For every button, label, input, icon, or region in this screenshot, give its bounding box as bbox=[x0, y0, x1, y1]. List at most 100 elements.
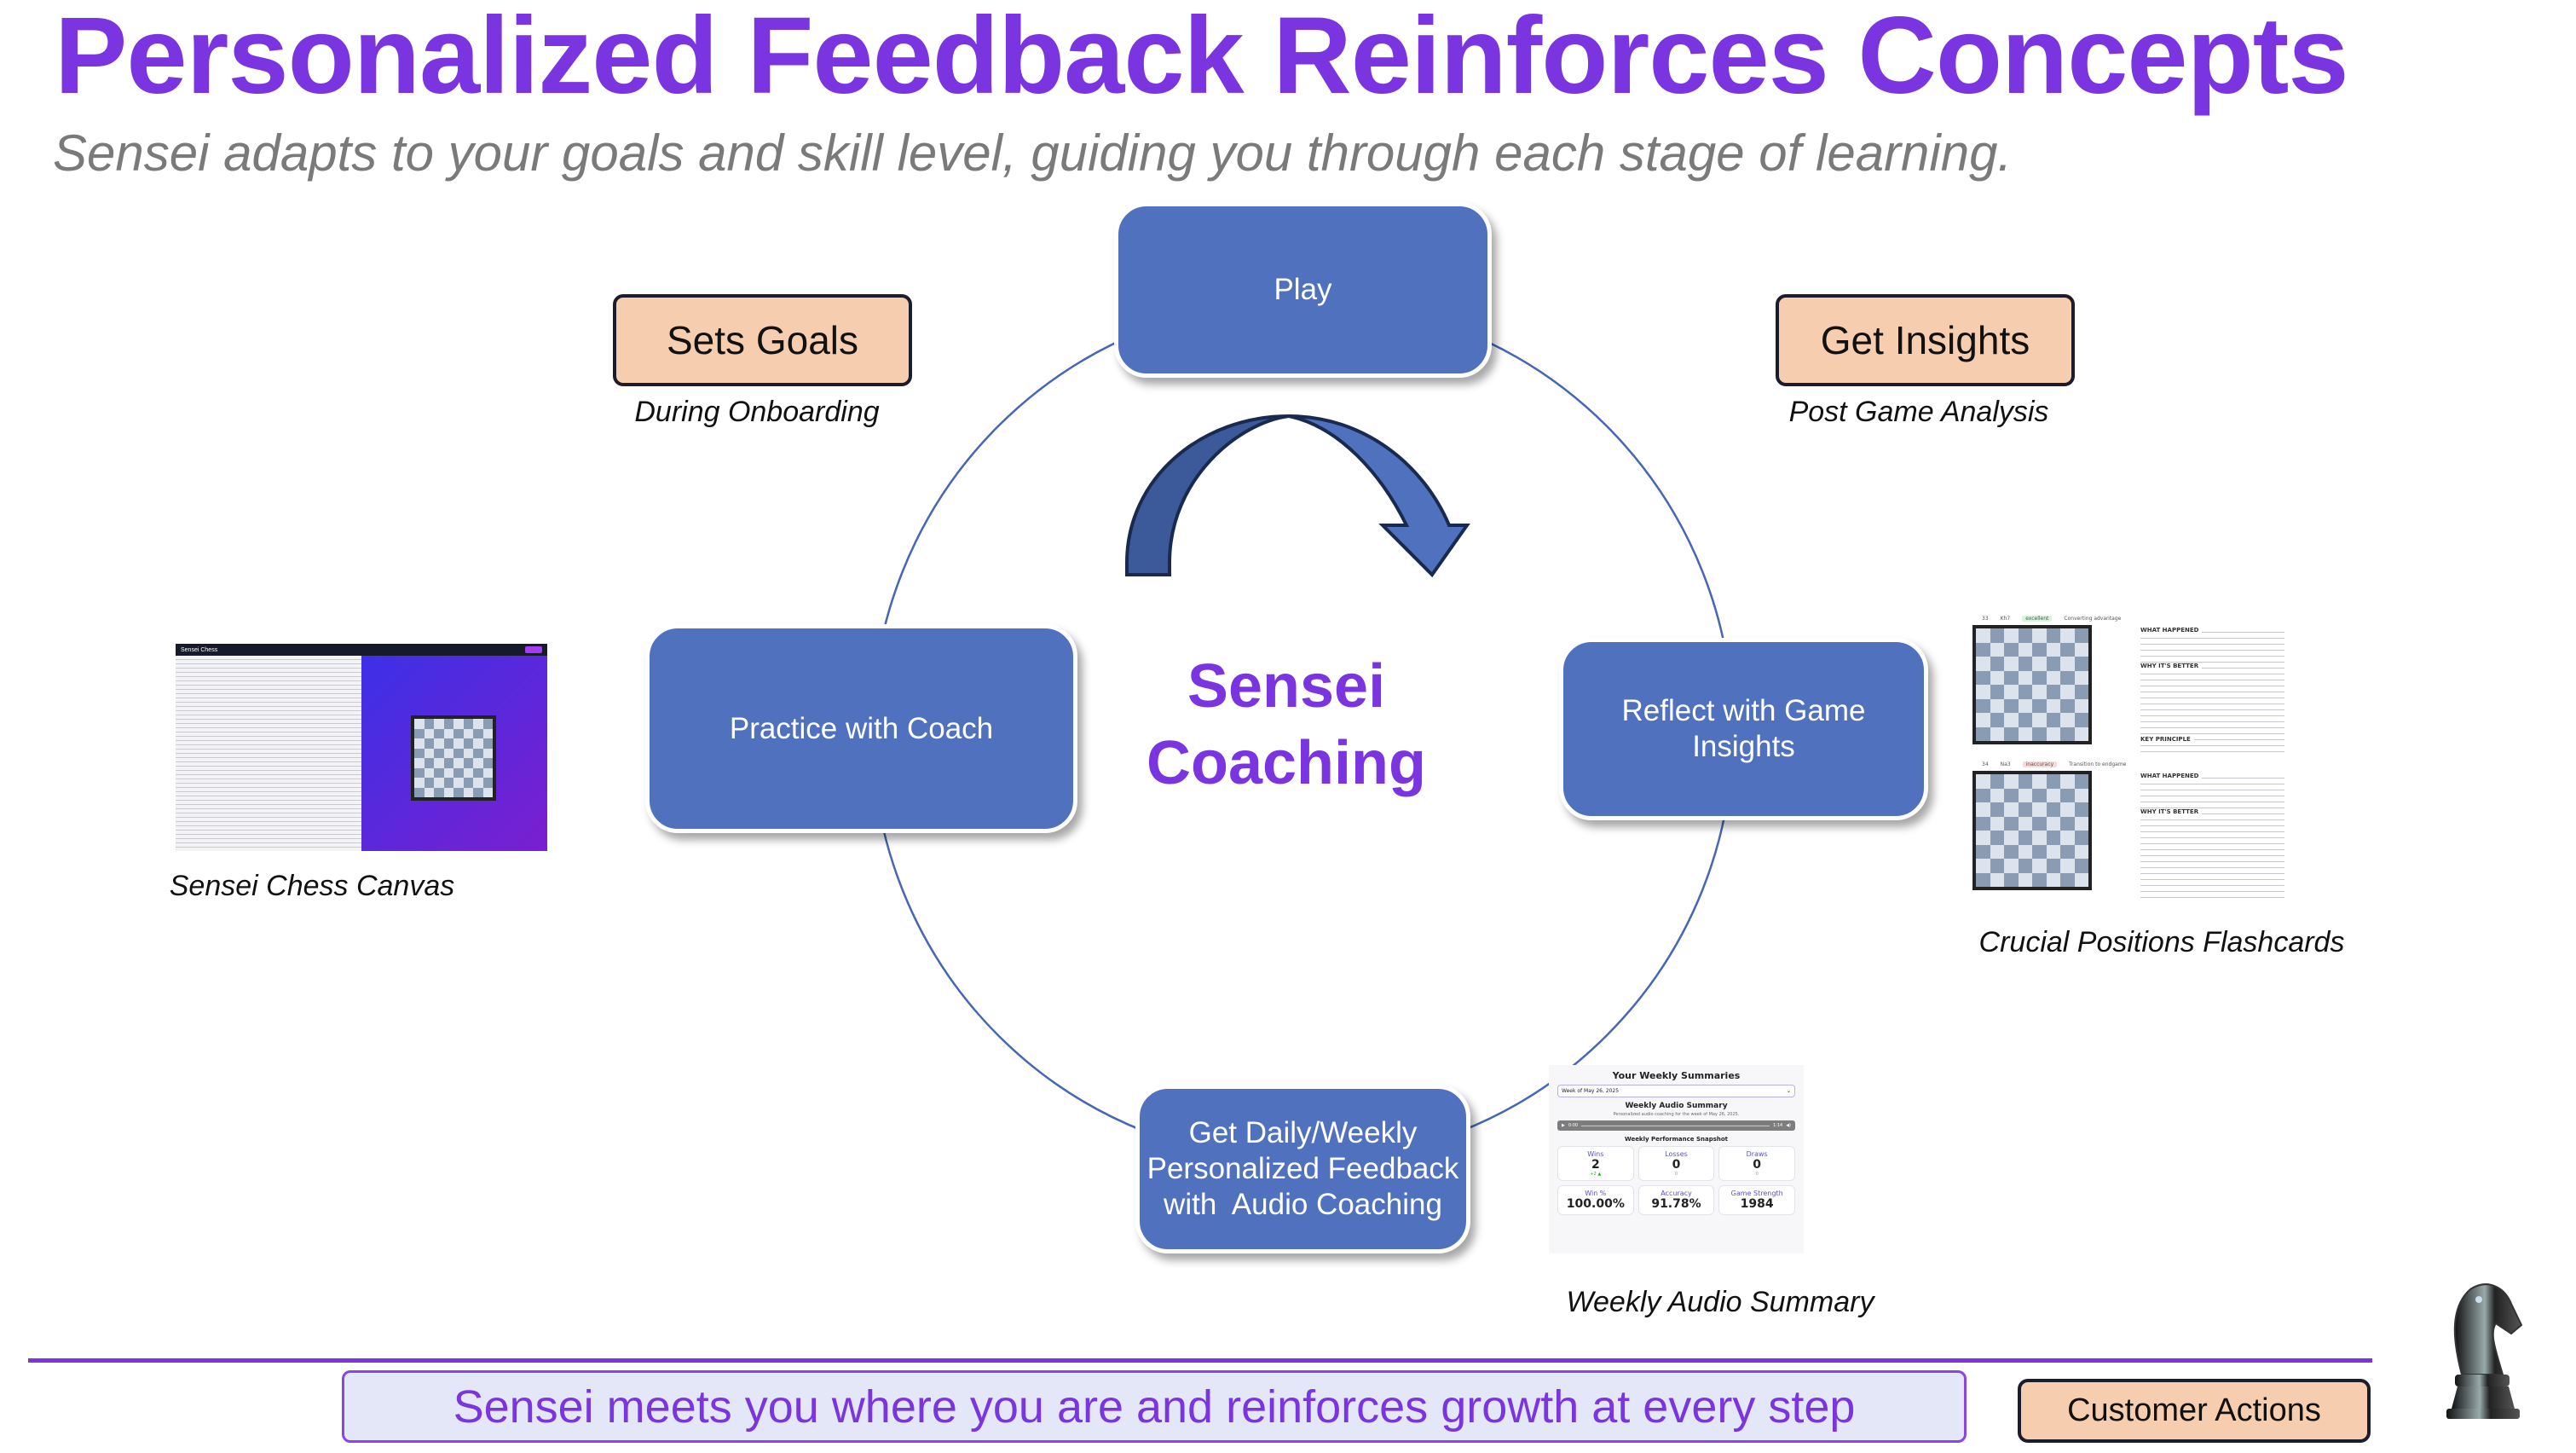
board-square bbox=[1990, 657, 2004, 671]
board-square bbox=[434, 787, 444, 797]
board-square bbox=[482, 719, 493, 729]
volume-icon: ◀) bbox=[1786, 1123, 1791, 1128]
board-square bbox=[2004, 831, 2019, 845]
board-square bbox=[443, 778, 453, 788]
board-square bbox=[463, 738, 473, 749]
board-square bbox=[2004, 698, 2019, 713]
center-title-line: Coaching bbox=[1146, 729, 1427, 797]
stat-label: Accuracy bbox=[1661, 1190, 1692, 1197]
board-square bbox=[2046, 844, 2060, 859]
board-square bbox=[482, 787, 493, 797]
board-square bbox=[1990, 726, 2004, 741]
board-square bbox=[463, 758, 473, 768]
board-square bbox=[453, 719, 464, 729]
screenshot-weekly-summary: Your Weekly Summaries Week of May 26, 20… bbox=[1549, 1065, 1804, 1253]
board-square bbox=[2004, 685, 2019, 699]
board-square bbox=[1976, 698, 1990, 713]
board-square bbox=[424, 758, 434, 768]
node-label-line: Get Daily/Weekly bbox=[1188, 1116, 1418, 1149]
board-square bbox=[2074, 642, 2088, 657]
board-square bbox=[424, 738, 434, 749]
time-start: 0:00 bbox=[1568, 1123, 1579, 1128]
board-square bbox=[473, 728, 483, 738]
caption-post-game-analysis: Post Game Analysis bbox=[1788, 396, 2049, 428]
board-square bbox=[2060, 831, 2075, 845]
board-square bbox=[2046, 859, 2060, 873]
board-square bbox=[463, 778, 473, 788]
stat-label: Draws bbox=[1746, 1150, 1768, 1158]
week-select: Week of May 26, 2025 ⌄ bbox=[1557, 1085, 1795, 1097]
board-square bbox=[473, 748, 483, 758]
board-square bbox=[2018, 872, 2032, 887]
node-label-line: Personalized Feedback bbox=[1146, 1152, 1459, 1185]
board-square bbox=[2032, 788, 2047, 802]
board-square bbox=[482, 758, 493, 768]
chessboard bbox=[411, 715, 496, 801]
board-square bbox=[2018, 698, 2032, 713]
page-subtitle: Sensei adapts to your goals and skill le… bbox=[53, 124, 2013, 182]
stat-delta: 0 bbox=[1674, 1172, 1678, 1177]
board-square bbox=[2046, 657, 2060, 671]
board-square bbox=[2046, 670, 2060, 685]
board-square bbox=[2004, 670, 2019, 685]
board-square bbox=[2046, 685, 2060, 699]
board-square bbox=[453, 758, 464, 768]
board-square bbox=[424, 787, 434, 797]
board-square bbox=[2004, 713, 2019, 727]
login-button bbox=[525, 646, 542, 653]
caption-chess-canvas: Sensei Chess Canvas bbox=[169, 870, 455, 902]
board-square bbox=[2032, 802, 2047, 817]
board-square bbox=[414, 738, 425, 749]
board-square bbox=[2046, 802, 2060, 817]
node-play: Play bbox=[1114, 202, 1492, 378]
node-personalized-feedback: Get Daily/Weekly Personalized Feedback w… bbox=[1135, 1085, 1470, 1253]
board-square bbox=[2060, 774, 2075, 789]
board-square bbox=[1990, 698, 2004, 713]
snapshot-title: Weekly Performance Snapshot bbox=[1624, 1136, 1729, 1143]
board-square bbox=[453, 738, 464, 749]
board-square bbox=[414, 728, 425, 738]
analysis-text: WHAT HAPPENED WHY IT'S BETTER bbox=[2140, 773, 2284, 900]
board-square bbox=[2060, 859, 2075, 873]
board-square bbox=[2074, 774, 2088, 789]
board-square bbox=[473, 719, 483, 729]
node-reflect-with-game-insights: Reflect with Game Insights bbox=[1559, 638, 1928, 820]
section-label-key-principle: KEY PRINCIPLE bbox=[2140, 736, 2194, 743]
board-square bbox=[2032, 713, 2047, 727]
board-square bbox=[1976, 816, 1990, 831]
board-square bbox=[414, 758, 425, 768]
stat-value: 0 bbox=[1753, 1158, 1762, 1172]
board-square bbox=[2018, 657, 2032, 671]
board-square bbox=[473, 778, 483, 788]
board-square bbox=[2074, 859, 2088, 873]
board-square bbox=[1990, 788, 2004, 802]
board-square bbox=[1990, 816, 2004, 831]
section-label-why-better: WHY IT'S BETTER bbox=[2140, 663, 2203, 669]
board-square bbox=[453, 787, 464, 797]
board-square bbox=[2060, 628, 2075, 643]
stat-label: Win % bbox=[1585, 1190, 1607, 1197]
board-square bbox=[443, 787, 453, 797]
board-square bbox=[2060, 642, 2075, 657]
board-square bbox=[1990, 872, 2004, 887]
board-square bbox=[2060, 816, 2075, 831]
board-square bbox=[1976, 802, 1990, 817]
board-square bbox=[2018, 670, 2032, 685]
board-square bbox=[1990, 844, 2004, 859]
board-square bbox=[482, 748, 493, 758]
board-square bbox=[424, 748, 434, 758]
caption-flashcards: Crucial Positions Flashcards bbox=[1978, 926, 2345, 958]
board-square bbox=[2032, 698, 2047, 713]
board-square bbox=[2032, 726, 2047, 741]
stat-delta: 0 bbox=[1755, 1172, 1759, 1177]
analysis-text: WHAT HAPPENED WHY IT'S BETTER KEY PRINCI… bbox=[2140, 627, 2284, 754]
tagline-text: Sensei meets you where you are and reinf… bbox=[453, 1381, 1856, 1433]
chat-panel bbox=[176, 656, 361, 851]
move-number: 34 bbox=[1982, 761, 1989, 767]
board-square bbox=[414, 787, 425, 797]
board-square bbox=[2046, 713, 2060, 727]
board-square bbox=[2046, 726, 2060, 741]
